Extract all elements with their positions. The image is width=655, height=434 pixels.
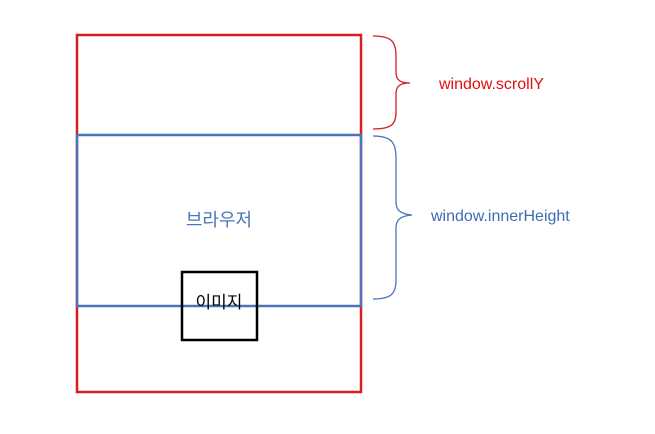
browser-label: 브라우저: [186, 210, 252, 231]
image-label: 이미지: [196, 293, 243, 313]
inner-height-label: window.innerHeight: [430, 208, 570, 225]
inner-height-brace: [372, 135, 413, 300]
image-box: [180, 270, 259, 342]
viewport-box: [75, 133, 363, 308]
scroll-y-label: window.scrollY: [438, 76, 544, 93]
scroll-y-brace: [372, 35, 411, 130]
